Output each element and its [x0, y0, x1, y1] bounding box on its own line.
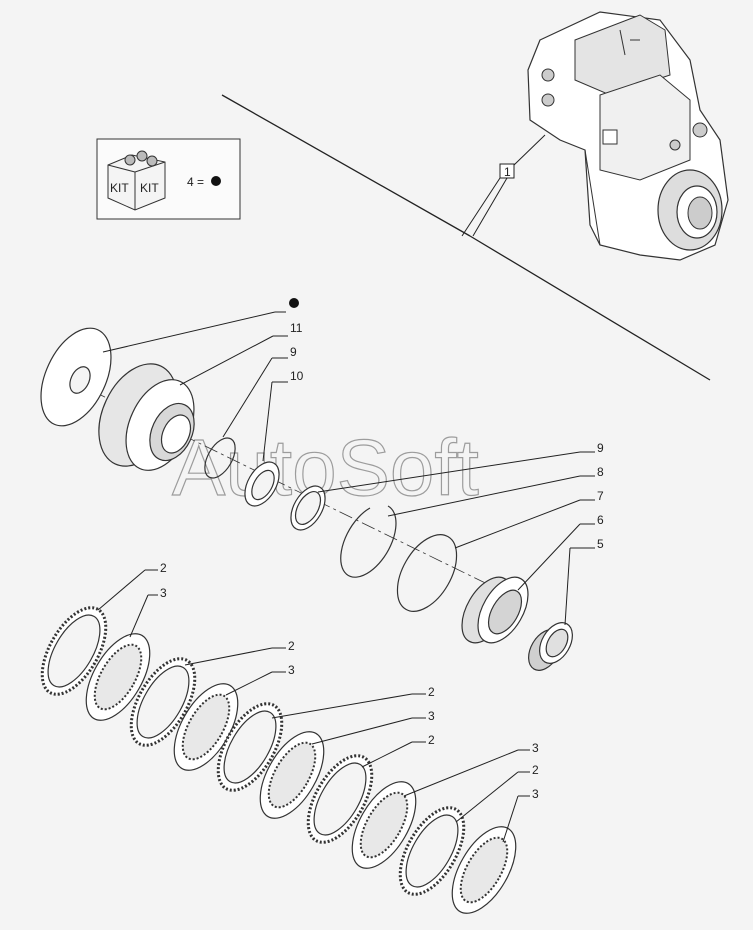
callout-3-a: 3: [160, 586, 167, 600]
part-8-snap-ring: [340, 505, 397, 578]
clutch-discs: [40, 606, 517, 914]
callout-3-d: 3: [532, 741, 539, 755]
callout-2-e: 2: [532, 763, 539, 777]
part-10-ring: [244, 461, 280, 507]
callout-3-e: 3: [532, 787, 539, 801]
disc-callout-leaders: [97, 569, 530, 843]
part-9-oring: [204, 437, 236, 479]
frame-line-lower: [469, 235, 711, 381]
callout-9-upper: 9: [290, 345, 297, 359]
kit-legend: KIT KIT 4 =: [96, 138, 241, 220]
disc-3b: [173, 683, 239, 771]
callout-7: 7: [597, 489, 604, 503]
callout-3-b: 3: [288, 663, 295, 677]
part-11-piston: [98, 363, 195, 471]
callout-2-d: 2: [428, 733, 435, 747]
callout-2-c: 2: [428, 685, 435, 699]
callout-10: 10: [290, 369, 304, 383]
callout-3-c: 3: [428, 709, 435, 723]
part-9-oring-b: [290, 485, 326, 531]
disc-3d: [351, 781, 417, 869]
transmission-assembly-illustration: [527, 11, 729, 261]
kit-dot-icon: [211, 176, 221, 186]
kit-word-left: KIT: [110, 181, 129, 195]
part-6-sleeve: [461, 576, 529, 644]
callout-5: 5: [597, 537, 604, 551]
kit-equation: 4 =: [187, 175, 204, 189]
disc-2d: [306, 754, 374, 844]
disc-2c: [216, 702, 284, 792]
kit-word-right: KIT: [140, 181, 159, 195]
callout-11: 11: [290, 321, 303, 335]
callout-2-b: 2: [288, 639, 295, 653]
callout-1: 1: [504, 165, 511, 179]
callout-8: 8: [597, 465, 604, 479]
callout-9-right: 9: [597, 441, 604, 455]
part-5-bushing: [528, 622, 573, 671]
disc-3e: [451, 826, 517, 914]
callout-leaders: [102, 311, 595, 626]
part-7-seal-ring: [396, 534, 458, 612]
disc-2e: [398, 806, 466, 896]
disc-3a: [85, 633, 151, 721]
disc-2b: [129, 657, 197, 747]
disc-3c: [259, 731, 325, 819]
callout-6: 6: [597, 513, 604, 527]
kit-marker-icon: [289, 298, 299, 308]
part-kit-washer: [40, 327, 112, 427]
frame-line-upper: [221, 94, 471, 237]
callout-2-a: 2: [160, 561, 167, 575]
